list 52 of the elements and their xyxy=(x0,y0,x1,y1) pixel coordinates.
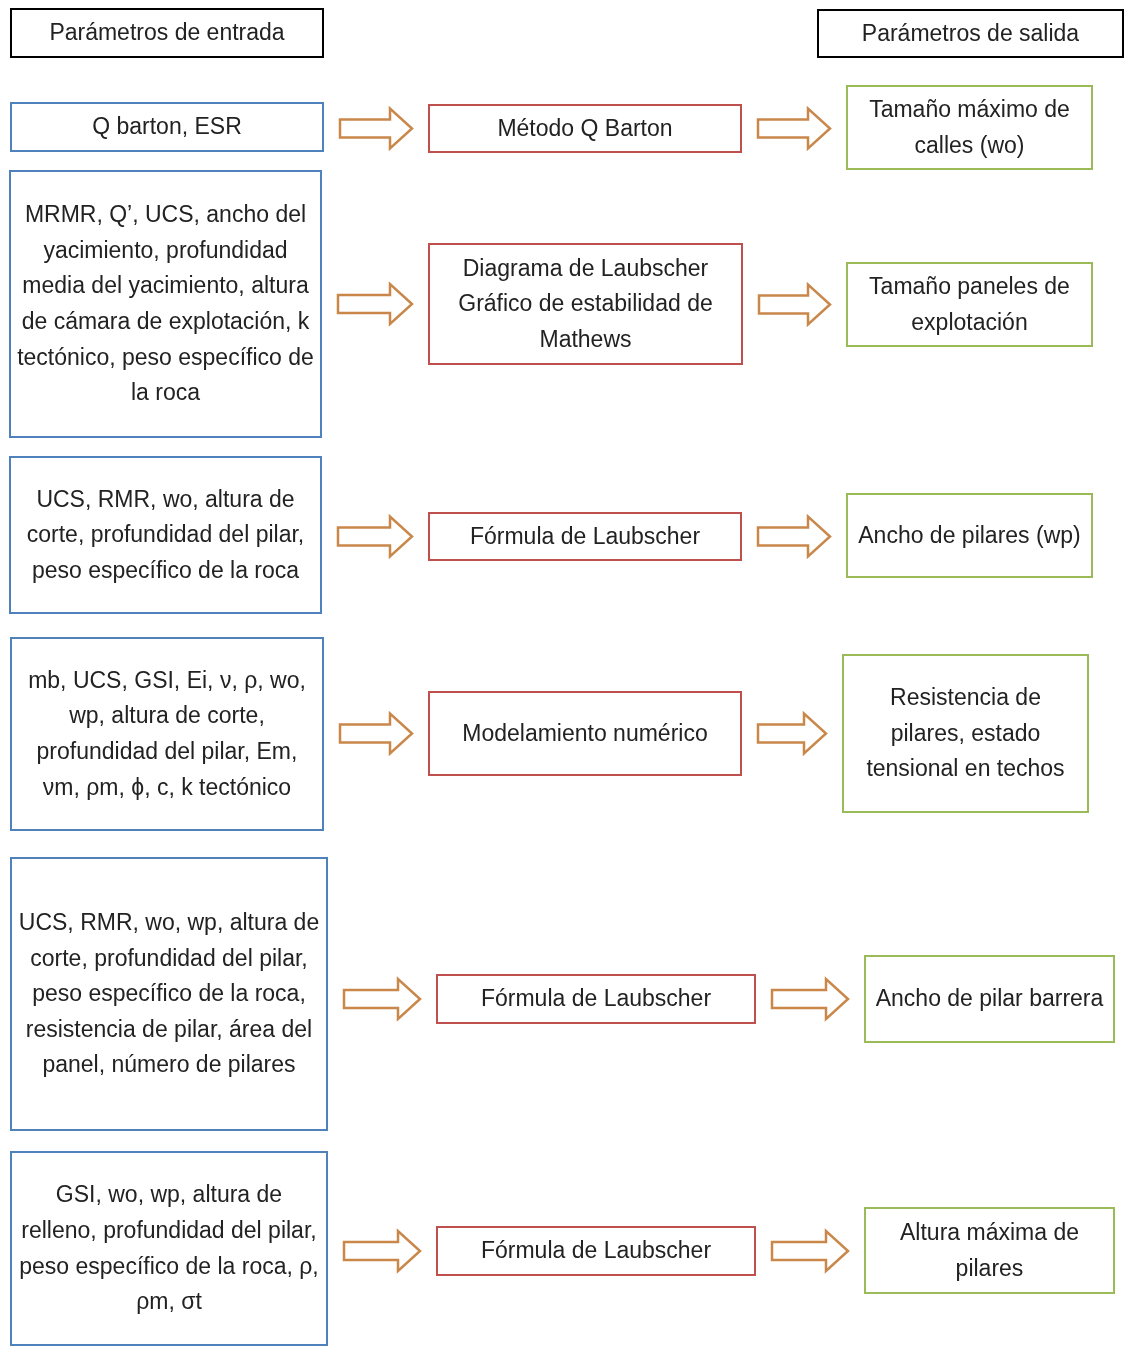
box-text: Modelamiento numérico xyxy=(462,718,708,748)
block-arrow xyxy=(336,513,414,560)
block-arrow xyxy=(342,1228,422,1274)
block-arrow xyxy=(338,710,414,757)
method-box xyxy=(428,104,742,153)
method-box xyxy=(436,974,756,1024)
box-text: Q barton, ESR xyxy=(92,112,242,142)
method-box xyxy=(428,512,742,561)
box-text: Tamaño paneles de explotación xyxy=(868,271,1071,337)
input-parameters-box xyxy=(10,637,324,831)
block-arrow xyxy=(757,281,832,328)
block-arrow xyxy=(338,105,414,152)
method-box xyxy=(428,691,742,776)
input-parameters-box xyxy=(10,857,328,1131)
box-text: Fórmula de Laubscher xyxy=(469,521,701,551)
block-arrow xyxy=(336,281,414,327)
box-text: Resistencia de pilares, estado tensional en techos xyxy=(865,683,1066,784)
output-box xyxy=(846,262,1093,347)
box-text: Método Q Barton xyxy=(497,113,673,143)
output-box xyxy=(846,85,1093,170)
output-box xyxy=(842,654,1089,813)
box-text: Fórmula de Laubscher xyxy=(480,1236,712,1266)
input-parameters-box xyxy=(9,170,322,438)
box-text: mb, UCS, GSI, Ei, ν, ρ, wo, wp, altura de corte, profundidad del pilar, Em, νm, ρm, ϕ, c, k tectónico xyxy=(27,665,307,802)
block-arrow xyxy=(756,105,832,152)
box-text: Diagrama de Laubscher Gráfico de estabilidad de Mathews xyxy=(457,253,714,354)
method-box xyxy=(436,1226,756,1276)
block-arrow xyxy=(770,1228,850,1274)
header-box xyxy=(817,9,1124,58)
block-arrow xyxy=(756,710,828,757)
input-parameters-box xyxy=(10,1151,328,1346)
box-text: Parámetros de entrada xyxy=(49,18,285,48)
output-box xyxy=(864,955,1115,1043)
box-text: Altura máxima de pilares xyxy=(899,1217,1080,1283)
box-text: UCS, RMR, wo, wp, altura de corte, profundidad del pilar, peso específico de la roca, resistencia de pilar, área del panel, número de pilares xyxy=(18,907,320,1080)
block-arrow xyxy=(770,976,850,1022)
output-box xyxy=(846,493,1093,578)
block-arrow xyxy=(342,976,422,1022)
box-text: GSI, wo, wp, altura de relleno, profundidad del pilar, peso específico de la roca, ρ, ρm, σt xyxy=(18,1180,320,1317)
box-text: Parámetros de salida xyxy=(861,18,1080,48)
box-text: Ancho de pilar barrera xyxy=(875,984,1104,1014)
output-box xyxy=(864,1207,1115,1294)
method-box xyxy=(428,243,743,365)
header-box xyxy=(10,8,324,58)
input-parameters-box xyxy=(10,102,324,152)
box-text: Tamaño máximo de calles (wo) xyxy=(868,94,1071,160)
box-text: MRMR, Q’, UCS, ancho del yacimiento, profundidad media del yacimiento, altura de cámara de explotación, k tectónico, peso específico de la roca xyxy=(17,200,314,408)
block-arrow xyxy=(756,513,832,560)
box-text: Ancho de pilares (wp) xyxy=(858,520,1081,550)
box-text: UCS, RMR, wo, altura de corte, profundidad del pilar, peso específico de la roca xyxy=(25,484,306,585)
input-parameters-box xyxy=(9,456,322,614)
box-text: Fórmula de Laubscher xyxy=(480,984,712,1014)
